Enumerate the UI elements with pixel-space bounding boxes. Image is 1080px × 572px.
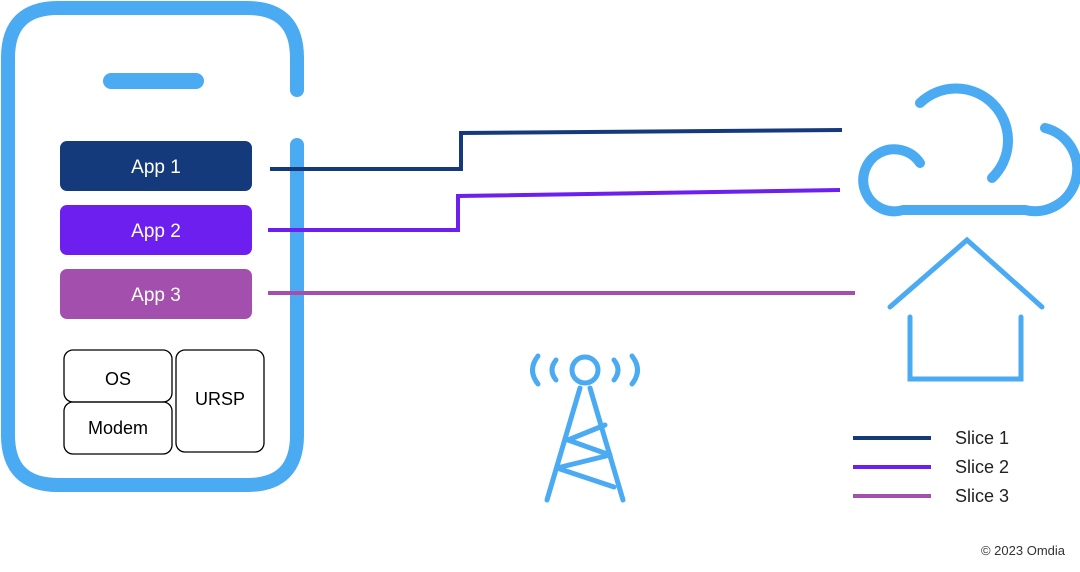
app-3-label: App 3 [131, 285, 181, 306]
house-icon [887, 236, 1045, 382]
phone-outline [1, 1, 304, 492]
legend-item-slice-2: Slice 2 [853, 457, 1009, 477]
os-label: OS [105, 369, 131, 389]
app-1-label: App 1 [131, 157, 181, 178]
modem-box-outline [63, 401, 173, 455]
legend-label-slice-3: Slice 3 [955, 486, 1009, 506]
legend-label-slice-1: Slice 1 [955, 428, 1009, 448]
os-box: OS [63, 349, 173, 403]
slice-1-line [270, 128, 843, 171]
app-2[interactable]: App 2 [60, 205, 252, 255]
modem-box: Modem [63, 401, 173, 455]
ursp-label: URSP [195, 389, 245, 409]
copyright-text: © 2023 Omdia [981, 543, 1066, 558]
slice-2-line [268, 188, 841, 232]
app-1-bar [60, 141, 252, 191]
ursp-box-outline [175, 349, 265, 453]
legend-item-slice-1: Slice 1 [853, 428, 1009, 448]
app-3[interactable]: App 3 [60, 269, 252, 319]
cloud-icon [858, 83, 1080, 217]
ursp-box: URSP [175, 349, 265, 453]
app-2-label: App 2 [131, 221, 181, 242]
phone-device [1, 1, 304, 492]
app-1[interactable]: App 1 [60, 141, 252, 191]
legend-label-slice-2: Slice 2 [955, 457, 1009, 477]
legend-item-slice-3: Slice 3 [853, 486, 1009, 506]
app-2-bar [60, 205, 252, 255]
cell-tower-icon [530, 353, 640, 503]
modem-label: Modem [88, 418, 148, 438]
app-3-bar [60, 269, 252, 319]
legend: Slice 1 Slice 2 Slice 3 [853, 428, 1009, 506]
